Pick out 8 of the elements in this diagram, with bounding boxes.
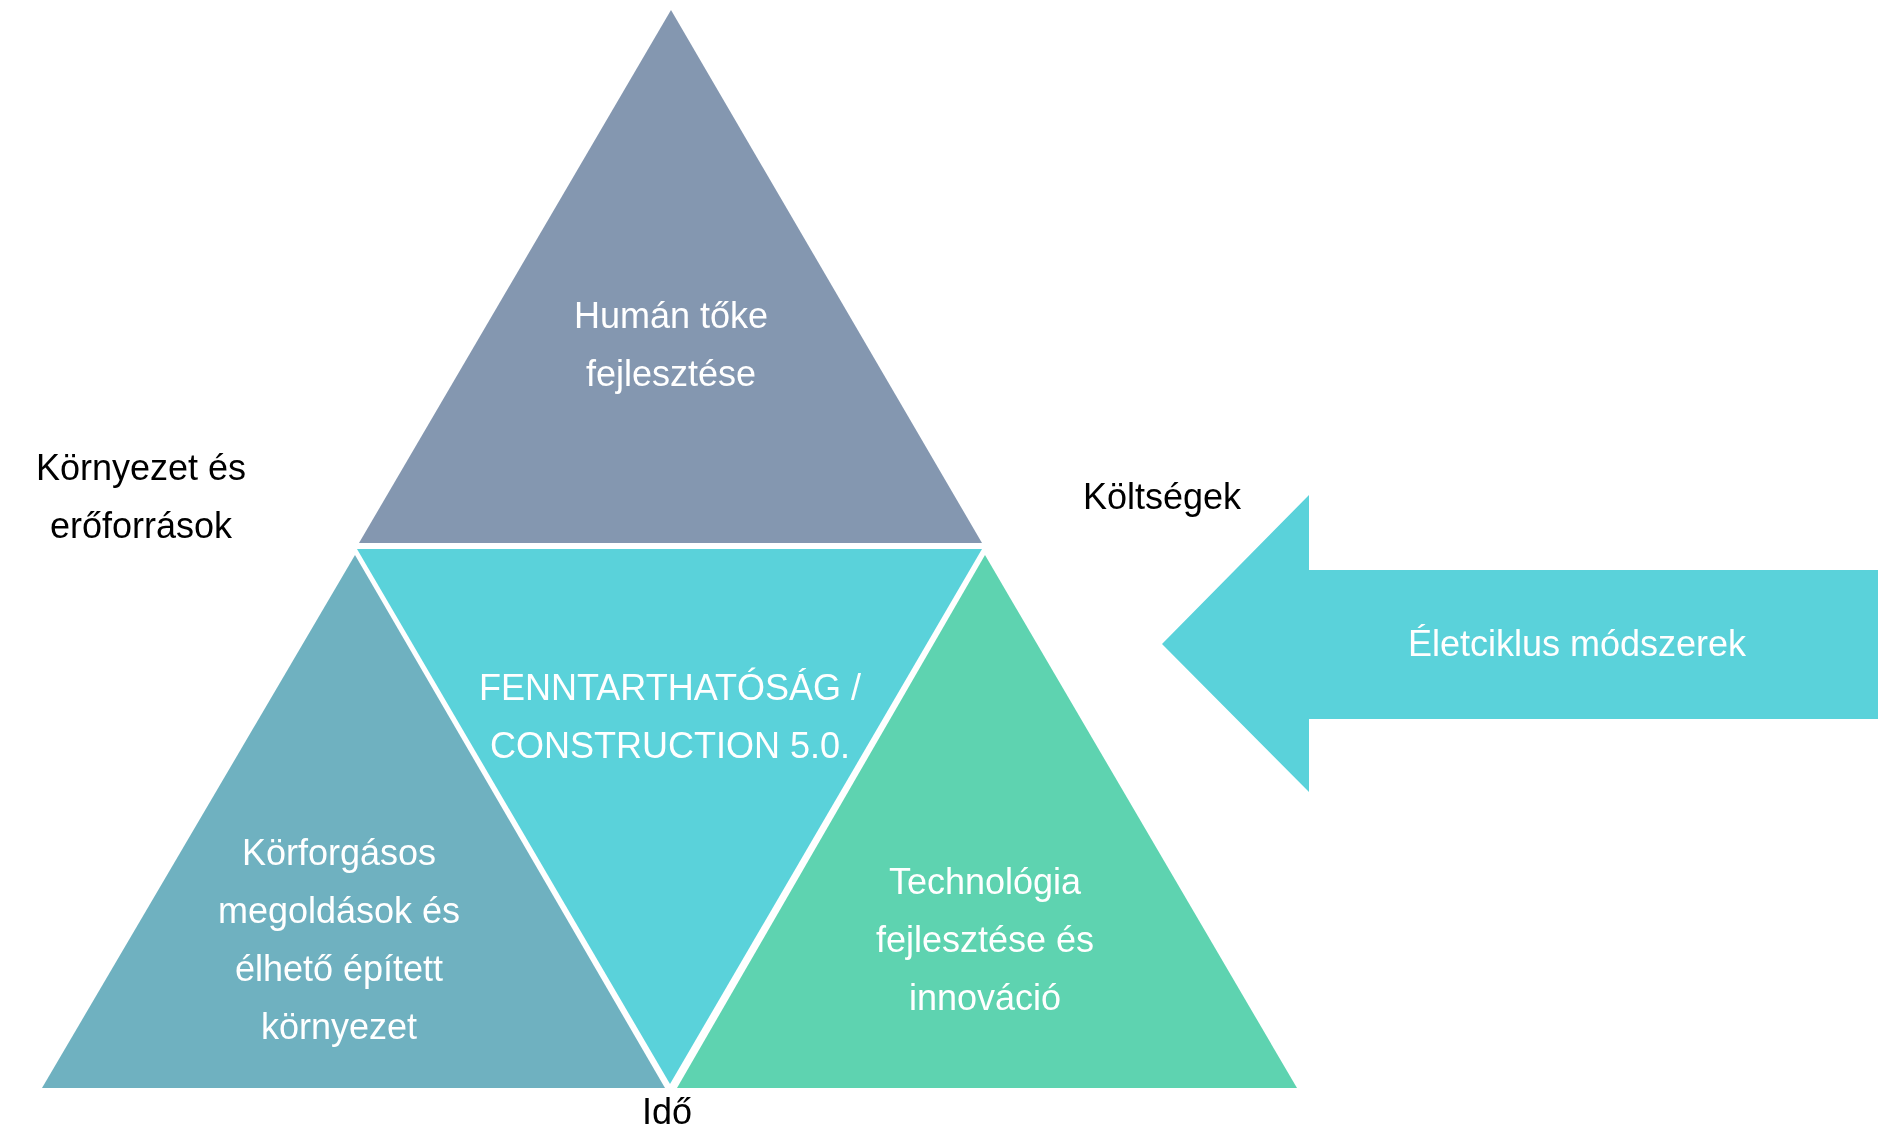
- segment-label: FENNTARTHATÓSÁG / CONSTRUCTION 5.0.: [478, 666, 862, 768]
- side-label: Költségek: [1081, 475, 1243, 519]
- segment-label: Technológia fejlesztése és innováció: [874, 860, 1096, 1020]
- side-label: Környezet és erőforrások: [34, 446, 248, 548]
- segment-label: Életciklus módszerek: [1406, 622, 1748, 666]
- side-label: Idő: [640, 1090, 693, 1134]
- segment-label: Humán tőke fejlesztése: [572, 294, 770, 396]
- segment-label: Körforgásos megoldások és élhető épített környezet: [216, 831, 462, 1049]
